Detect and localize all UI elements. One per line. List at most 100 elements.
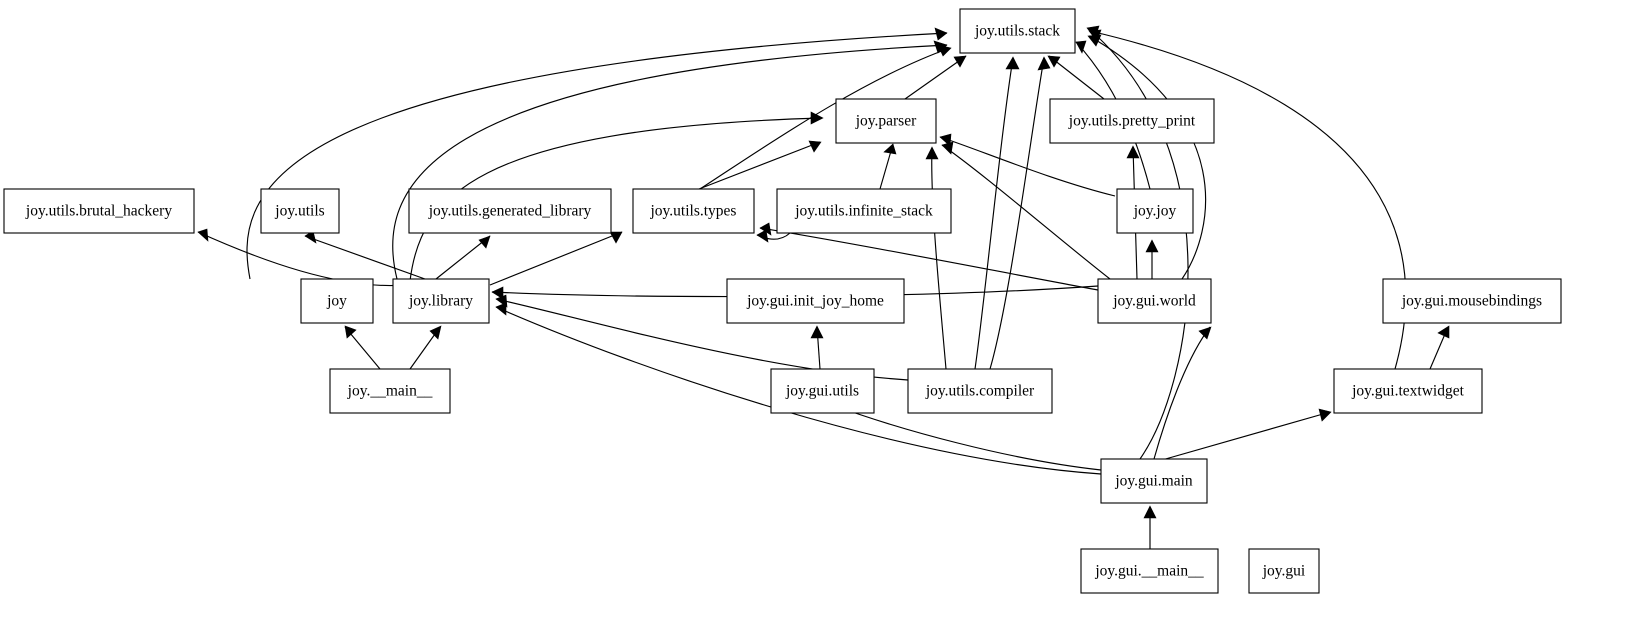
node-utils[interactable]: joy.utils — [260, 188, 340, 234]
arrowhead-icon — [1047, 55, 1061, 68]
nodes-layer: joy.utils.stack joy.parser joy.utils.prett… — [3, 8, 1562, 594]
edge-gui_textwidget-to-utils_stack — [1088, 29, 1407, 370]
edge-gui_main-to-gui_world — [1153, 326, 1212, 460]
edge-line — [1153, 326, 1211, 460]
edge-main-to-joy — [344, 325, 381, 370]
edge-line — [392, 44, 948, 280]
edge-line — [304, 235, 426, 280]
edge-line — [1154, 411, 1331, 463]
node-rect[interactable] — [329, 368, 451, 414]
edge-gui_main-to-utils_stack — [1086, 25, 1189, 460]
node-utils_gen_lib[interactable]: joy.utils.generated_library — [408, 188, 612, 234]
arrowhead-icon — [1143, 505, 1157, 519]
node-gui_main[interactable]: joy.gui.main — [1100, 458, 1208, 504]
edge-line — [1087, 27, 1189, 460]
node-rect[interactable] — [1080, 548, 1219, 594]
node-rect[interactable] — [1100, 458, 1208, 504]
node-label: joy.utils — [274, 203, 324, 220]
edge-line — [941, 144, 1111, 280]
edge-line — [904, 55, 967, 100]
node-gui[interactable]: joy.gui — [1248, 548, 1320, 594]
node-rect[interactable] — [260, 188, 340, 234]
node-label: joy.gui.world — [1112, 293, 1196, 310]
node-label: joy.gui.init_joy_home — [746, 293, 884, 310]
node-rect[interactable] — [632, 188, 755, 234]
node-rect[interactable] — [1248, 548, 1320, 594]
node-rect[interactable] — [1097, 278, 1212, 324]
node-gui_init_joy_home[interactable]: joy.gui.init_joy_home — [726, 278, 905, 324]
edge-line — [931, 147, 947, 370]
node-utils_brutal[interactable]: joy.utils.brutal_hackery — [3, 188, 195, 234]
edge-line — [409, 117, 823, 282]
edge-line — [698, 141, 821, 190]
arrowhead-icon — [883, 143, 897, 155]
node-rect[interactable] — [1333, 368, 1483, 414]
edge-joy-to-utils_stack — [246, 27, 948, 280]
edge-line — [1089, 30, 1407, 370]
arrowhead-icon — [1005, 56, 1020, 70]
node-rect[interactable] — [392, 278, 490, 324]
edge-gui_world-to-parser — [941, 141, 1111, 280]
node-rect[interactable] — [1382, 278, 1562, 324]
node-rect[interactable] — [3, 188, 195, 234]
node-rect[interactable] — [1116, 188, 1194, 234]
node-rect[interactable] — [408, 188, 612, 234]
node-utils_stack[interactable]: joy.utils.stack — [959, 8, 1076, 54]
edge-utils_compiler-to-parser — [925, 146, 947, 370]
arrowhead-icon — [429, 325, 442, 340]
edge-gui_world-to-utils_types — [759, 222, 1099, 291]
node-library[interactable]: joy.library — [392, 278, 490, 324]
node-utils_compiler[interactable]: joy.utils.compiler — [907, 368, 1053, 414]
node-gui_world[interactable]: joy.gui.world — [1097, 278, 1212, 324]
node-label: joy — [326, 293, 347, 310]
arrowhead-icon — [197, 228, 209, 242]
arrowhead-icon — [1145, 239, 1159, 253]
edge-library-to-utils_gen_lib — [435, 235, 491, 280]
node-label: joy.gui.utils — [785, 383, 859, 400]
arrowhead-icon — [808, 140, 822, 153]
node-rect[interactable] — [959, 8, 1076, 54]
node-joy[interactable]: joy — [300, 278, 374, 324]
node-label: joy.library — [408, 293, 473, 310]
arrowhead-icon — [1037, 56, 1051, 71]
arrowhead-icon — [925, 146, 939, 160]
node-main[interactable]: joy.__main__ — [329, 368, 451, 414]
node-label: joy.__main__ — [347, 383, 433, 400]
edge-main-to-library — [409, 325, 442, 370]
node-utils_inf_stack[interactable]: joy.utils.infinite_stack — [776, 188, 952, 234]
edge-gui_world-to-joy_joy — [1145, 239, 1159, 279]
edge-gui_main_dunder-to-gui_main — [1143, 505, 1157, 549]
node-utils_pretty_print[interactable]: joy.utils.pretty_print — [1049, 98, 1215, 144]
node-rect[interactable] — [776, 188, 952, 234]
edge-line — [435, 235, 491, 280]
node-utils_types[interactable]: joy.utils.types — [632, 188, 755, 234]
arrowhead-icon — [937, 44, 952, 57]
arrowhead-icon — [810, 325, 824, 339]
node-gui_main_dunder[interactable]: joy.gui.__main__ — [1080, 548, 1219, 594]
node-joy_joy[interactable]: joy.joy — [1116, 188, 1194, 234]
edge-gui_main-to-gui_textwidget — [1154, 408, 1332, 463]
node-rect[interactable] — [726, 278, 905, 324]
node-label: joy.utils.brutal_hackery — [25, 203, 172, 220]
node-gui_utils[interactable]: joy.gui.utils — [770, 368, 875, 414]
node-label: joy.utils.types — [650, 203, 737, 220]
edge-utils_compiler-to-utils_stack — [989, 56, 1051, 370]
edge-line — [939, 136, 1116, 197]
node-rect[interactable] — [770, 368, 875, 414]
edge-library-to-utils_types — [489, 231, 623, 286]
node-rect[interactable] — [835, 98, 937, 144]
node-rect[interactable] — [300, 278, 374, 324]
node-parser[interactable]: joy.parser — [835, 98, 937, 144]
edge-line — [759, 227, 1099, 291]
node-rect[interactable] — [907, 368, 1053, 414]
node-gui_mousebindings[interactable]: joy.gui.mousebindings — [1382, 278, 1562, 324]
edge-utils_inf_stack-to-parser — [879, 143, 897, 190]
node-rect[interactable] — [1049, 98, 1215, 144]
arrowhead-icon — [941, 141, 954, 155]
arrowhead-icon — [491, 286, 504, 300]
node-gui_textwidget[interactable]: joy.gui.textwidget — [1333, 368, 1483, 414]
arrowhead-icon — [1437, 325, 1450, 339]
arrowhead-icon — [953, 55, 967, 68]
arrowhead-icon — [1318, 408, 1332, 422]
